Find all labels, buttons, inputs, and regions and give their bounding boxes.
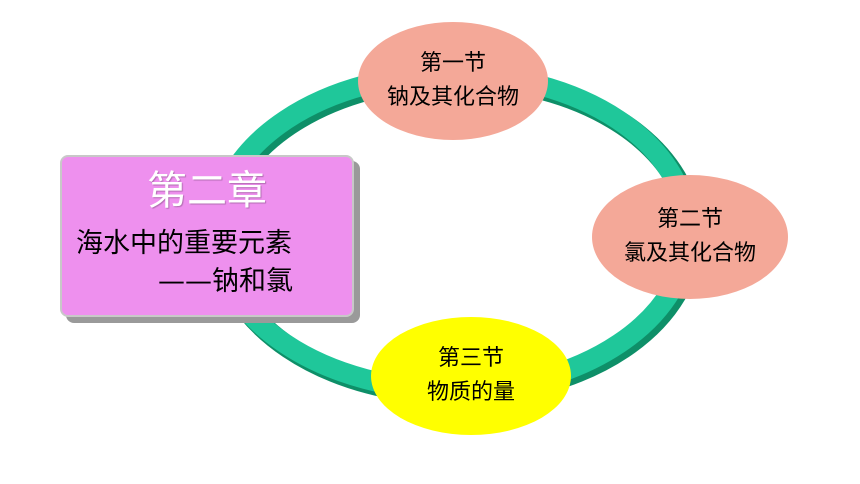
section-3-node: 第三节 物质的量 [371,317,571,435]
section-1-heading: 第一节 [419,51,486,76]
section-2-name: 氯及其化合物 [623,241,756,266]
chapter-title-box: 第二章 海水中的重要元素 ——钠和氯 [60,155,354,317]
chapter-subtitle-line1: 海水中的重要元素 [76,228,292,259]
section-2-heading: 第二节 [656,207,723,232]
chapter-subtitle-line2: ——钠和氯 [158,266,293,297]
section-1-name: 钠及其化合物 [386,85,519,110]
section-2-node: 第二节 氯及其化合物 [592,175,788,299]
chapter-title: 第二章 [147,168,267,214]
section-3-name: 物质的量 [426,380,515,405]
section-1-node: 第一节 钠及其化合物 [358,22,548,140]
section-3-heading: 第三节 [437,346,504,371]
